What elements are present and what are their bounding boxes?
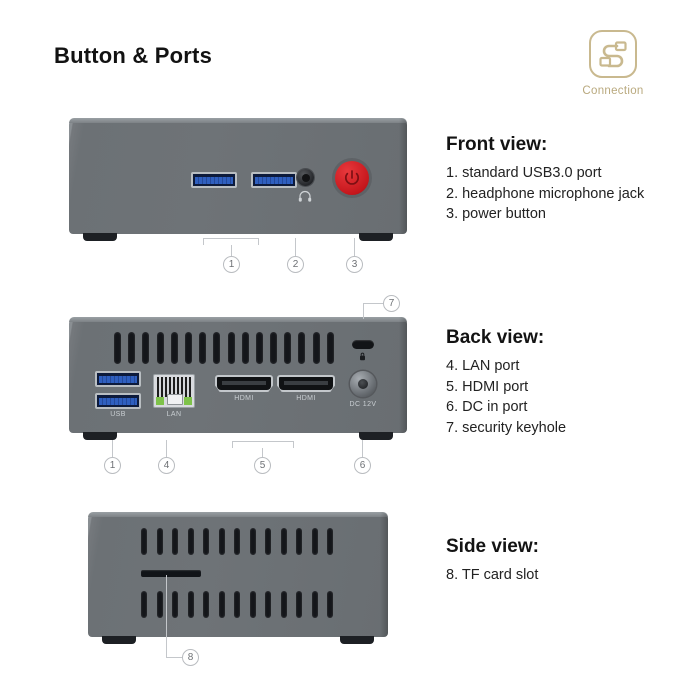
rubber-foot — [340, 636, 374, 644]
hdmi-port-2[interactable] — [277, 375, 335, 392]
back-view-device: USB LAN HDMI HDMI DC 12V — [69, 317, 407, 440]
lan-port[interactable] — [153, 374, 195, 408]
dc-in-port-label: DC 12V — [349, 401, 377, 408]
rubber-foot — [359, 432, 393, 440]
callout-leader-7-v — [363, 303, 364, 319]
usb-tongue — [99, 398, 137, 405]
side-vent-row-top — [141, 528, 333, 555]
usb-tongue — [195, 177, 233, 184]
hdmi-port-2-label: HDMI — [296, 395, 316, 402]
callout-6-back: 6 — [354, 457, 371, 474]
chassis-right-bevel — [399, 317, 407, 433]
list-item: 1. standard USB3.0 port — [446, 165, 602, 181]
list-item: 2. headphone microphone jack — [446, 185, 645, 202]
usb-tongue — [255, 177, 293, 184]
page-title: Button & Ports — [54, 43, 213, 68]
front-view-title: Front view: — [446, 134, 548, 155]
side-view-title: Side view: — [446, 536, 539, 557]
hdmi-port-1[interactable] — [215, 375, 273, 392]
front-view-list: 1. standard USB3.0 port 2. headphone mic… — [446, 163, 644, 225]
lan-contacts — [157, 377, 191, 397]
rubber-foot — [102, 636, 136, 644]
lan-led-left — [156, 397, 164, 405]
front-view-device — [69, 118, 407, 241]
security-keyhole[interactable] — [352, 340, 374, 349]
side-view-device — [88, 512, 388, 644]
back-view-description: Back view: 4. LAN port 5. HDMI port 6. D… — [446, 327, 566, 438]
callout-7-back: 7 — [383, 295, 400, 312]
headphone-microphone-jack[interactable] — [297, 169, 314, 186]
list-item: 3. power button — [446, 206, 546, 223]
lock-icon — [360, 352, 365, 361]
callout-leader-3 — [354, 238, 355, 256]
callout-3-front: 3 — [346, 256, 363, 273]
side-view-list: 8. TF card slot — [446, 565, 539, 586]
callout-leader-5 — [262, 448, 263, 457]
callout-leader-1-back — [112, 440, 113, 457]
callout-leader-2 — [295, 238, 296, 256]
chassis-right-bevel — [399, 118, 407, 234]
callout-leader-7-h — [363, 303, 383, 304]
callout-leader-8-v — [166, 575, 167, 657]
headphone-icon — [298, 190, 312, 202]
lan-tab — [167, 394, 183, 405]
rubber-foot — [359, 233, 393, 241]
lan-port-label: LAN — [166, 411, 182, 418]
callout-5-back: 5 — [254, 457, 271, 474]
brand-logo-caption: Connection — [582, 85, 644, 97]
rubber-foot — [83, 233, 117, 241]
callout-1-back: 1 — [104, 457, 121, 474]
back-usb3-port-2[interactable] — [95, 393, 141, 409]
list-item: 7. security keyhole — [446, 419, 567, 436]
front-usb3-port-2[interactable] — [251, 172, 297, 188]
side-vent-row-bottom — [141, 591, 333, 618]
callout-2-front: 2 — [287, 256, 304, 273]
list-item: 6. DC in port — [446, 399, 528, 416]
lan-led-right — [184, 397, 192, 405]
front-view-description: Front view: 1. standard USB3.0 port 2. h… — [446, 134, 644, 225]
back-view-list: 4. LAN port 5. HDMI port 6. DC in port 7… — [446, 356, 566, 438]
callout-leader-8-h — [166, 657, 182, 658]
usb-port-label: USB — [110, 411, 126, 418]
power-symbol-icon — [344, 170, 360, 185]
callout-bracket-1 — [203, 238, 259, 245]
callout-8-side: 8 — [182, 649, 199, 666]
back-view-title: Back view: — [446, 327, 545, 348]
callout-1-front: 1 — [223, 256, 240, 273]
side-view-description: Side view: 8. TF card slot — [446, 536, 539, 586]
callout-bracket-5 — [232, 441, 294, 448]
list-item: 4. LAN port — [446, 358, 520, 374]
tf-card-slot[interactable] — [141, 570, 201, 577]
connector-cable-icon — [589, 30, 637, 78]
dc-in-port[interactable] — [350, 371, 376, 397]
front-usb3-port-1[interactable] — [191, 172, 237, 188]
usb-tongue — [99, 376, 137, 383]
callout-leader-6 — [362, 440, 363, 457]
back-usb3-port-1[interactable] — [95, 371, 141, 387]
callout-leader-1 — [231, 245, 232, 256]
callout-leader-4 — [166, 440, 167, 457]
rubber-foot — [83, 432, 117, 440]
chassis-right-bevel — [380, 512, 388, 637]
list-item: 5. HDMI port — [446, 378, 529, 395]
hdmi-port-1-label: HDMI — [234, 395, 254, 402]
back-vent-row — [114, 332, 334, 364]
power-button[interactable] — [335, 161, 369, 195]
brand-logo: Connection — [568, 30, 658, 97]
list-item: 8. TF card slot — [446, 567, 539, 583]
callout-4-back: 4 — [158, 457, 175, 474]
